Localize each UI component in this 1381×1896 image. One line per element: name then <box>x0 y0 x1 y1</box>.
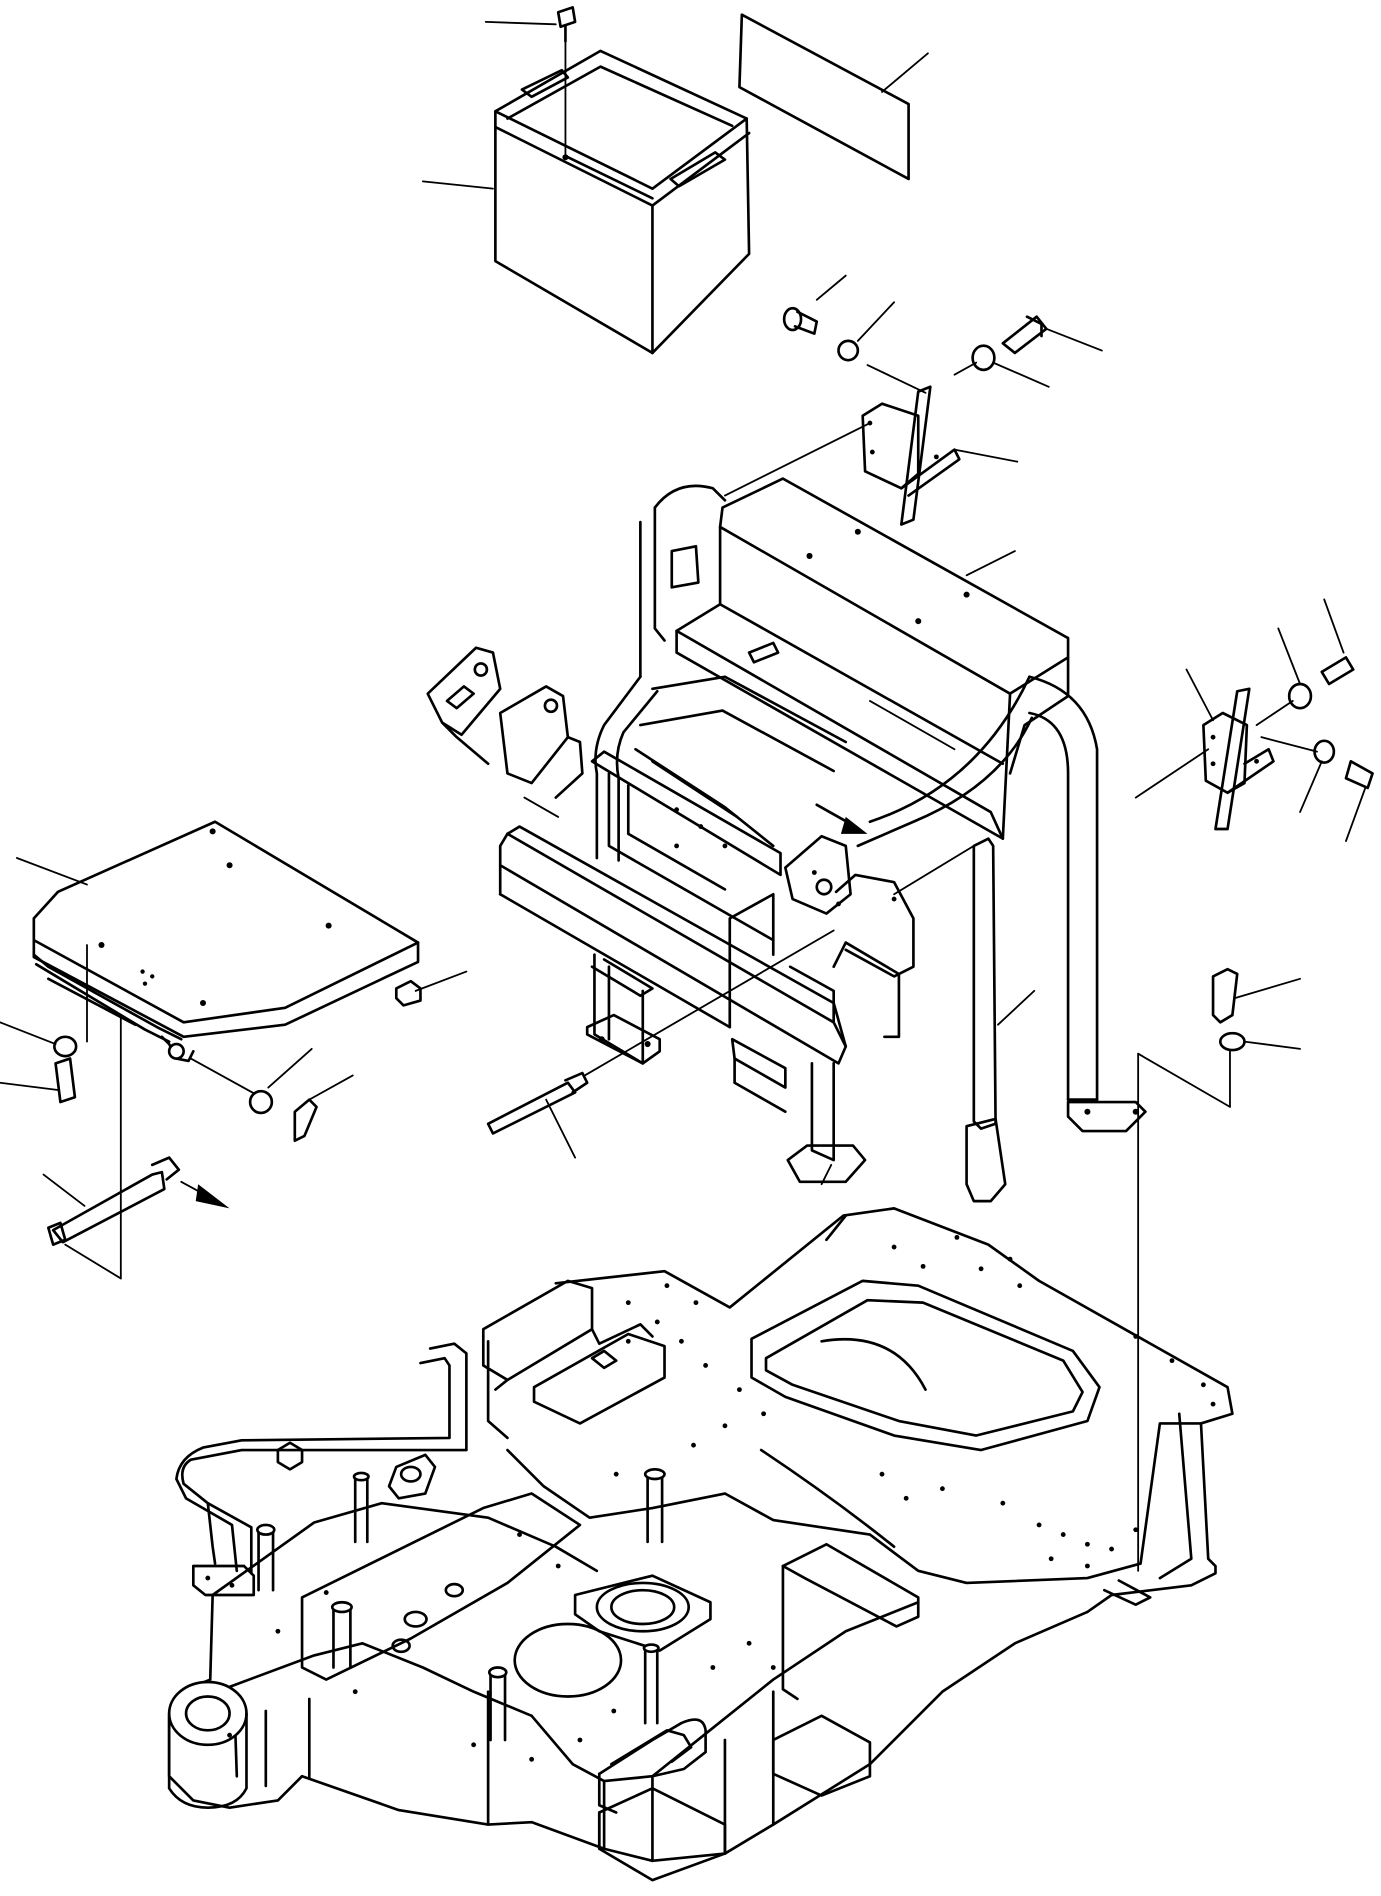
right-bracket <box>1185 668 1275 831</box>
right-foot <box>1066 1100 1147 1133</box>
leader-line <box>820 1163 833 1186</box>
fasteners <box>0 1021 354 1143</box>
seat-mount-frame <box>426 477 1099 1184</box>
box-bolt <box>484 6 577 161</box>
fasteners <box>782 274 1374 1108</box>
gas-strut <box>893 837 1036 1203</box>
left-bracket <box>861 385 1019 526</box>
battery-pad <box>738 13 929 181</box>
hinge-pin <box>486 929 835 1159</box>
guide-line <box>1134 748 1210 799</box>
leader-line <box>965 550 1016 577</box>
latch-rod <box>42 1156 230 1280</box>
guide-line <box>724 422 871 497</box>
upper-frame <box>167 1207 1234 1882</box>
seat-plate <box>16 820 468 1280</box>
battery-box <box>494 49 751 355</box>
